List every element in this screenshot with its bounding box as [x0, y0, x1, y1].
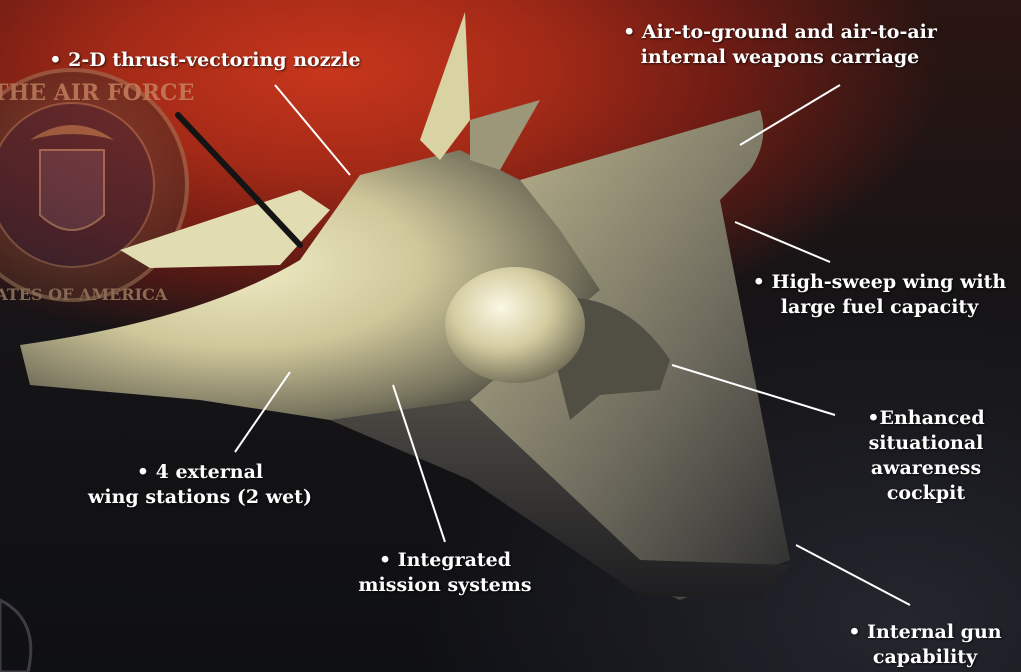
label-internal-gun: • Internal gun capability	[830, 620, 1020, 670]
label-internal-weapons: • Air-to-ground and air-to-air internal …	[580, 20, 980, 70]
vertical-tail	[420, 12, 470, 160]
leader-line-nozzle	[275, 85, 350, 175]
leader-line-wing	[735, 222, 830, 262]
label-thrust-vectoring-nozzle: • 2-D thrust-vectoring nozzle	[20, 48, 390, 73]
leader-line-gun	[796, 545, 910, 605]
seal-edge-decoration	[0, 600, 31, 672]
label-mission-systems: • Integrated mission systems	[330, 548, 560, 598]
svg-text:STATES OF AMERICA: STATES OF AMERICA	[0, 285, 168, 304]
label-cockpit: •Enhanced situational awareness cockpit	[836, 406, 1016, 506]
canopy	[445, 267, 585, 383]
air-force-seal: OF THE AIR FORCE STATES OF AMERICA	[0, 70, 194, 304]
label-wing-stations: • 4 external wing stations (2 wet)	[60, 460, 340, 510]
svg-text:OF THE AIR FORCE: OF THE AIR FORCE	[0, 80, 194, 106]
label-high-sweep-wing: • High-sweep wing with large fuel capaci…	[738, 270, 1021, 320]
tail-fin-right	[470, 100, 540, 170]
